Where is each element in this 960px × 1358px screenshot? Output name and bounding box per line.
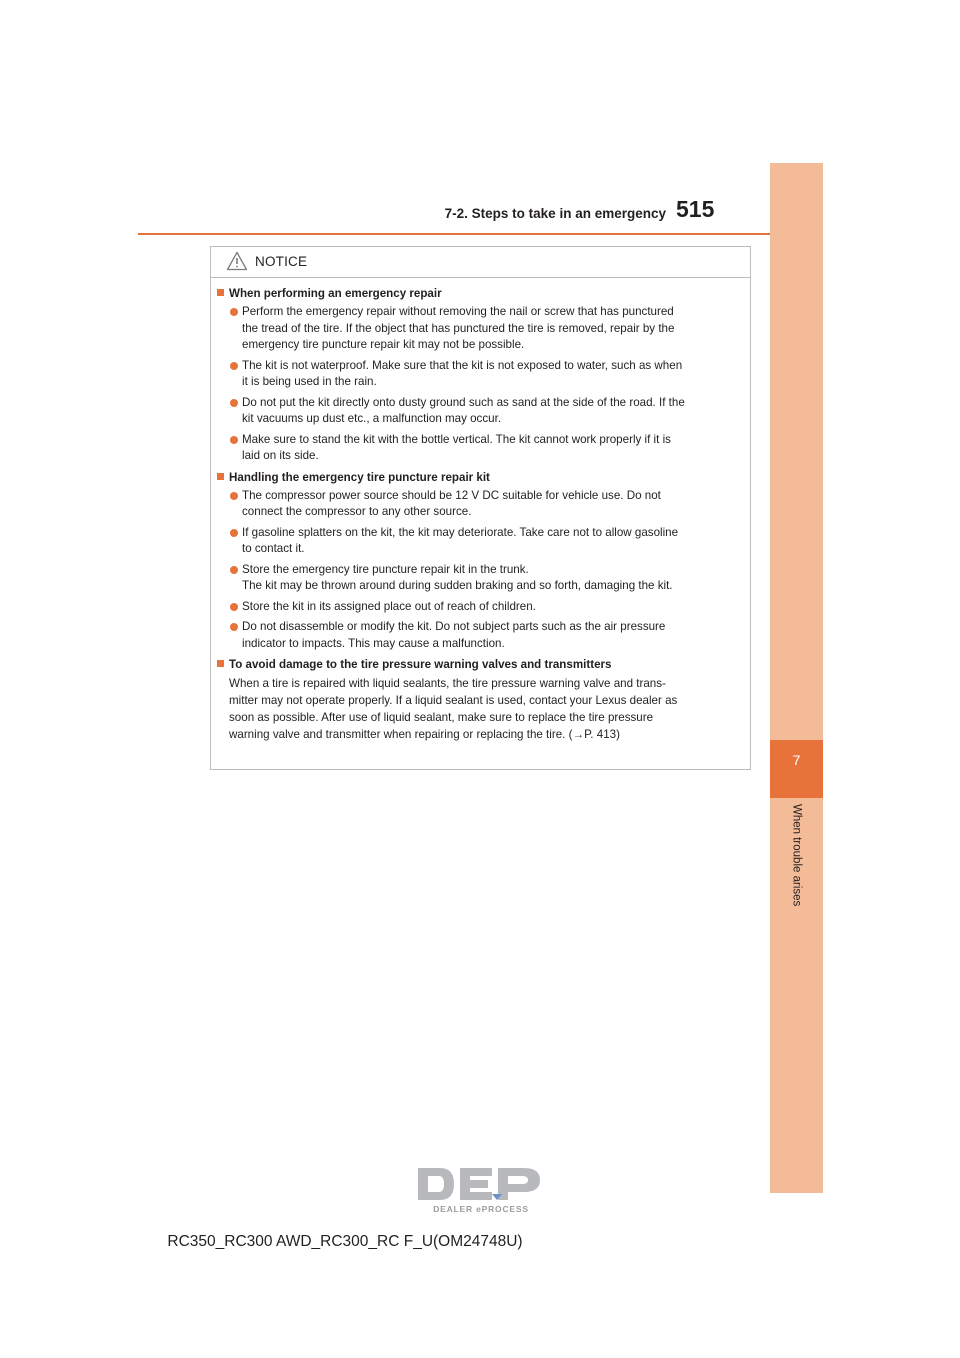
list-item: Do not disassemble or modify the kit. Do… [211, 619, 750, 652]
side-tab-chapter-label: When trouble arises [790, 804, 803, 907]
bullet-dot-icon [230, 398, 238, 407]
list-item: Do not put the kit directly onto dusty g… [211, 395, 750, 428]
section-heading-emergency-repair: When performing an emergency repair [211, 285, 750, 302]
bullet-dot-icon [230, 361, 238, 370]
dealer-eprocess-logo: DEALER ePROCESS [418, 1168, 540, 1214]
footer-model-code: RC350_RC300 AWD_RC300_RC F_U(OM24748U) [167, 1233, 523, 1250]
list-item: The compressor power source should be 12… [211, 488, 750, 521]
notice-header: NOTICE [211, 247, 750, 278]
bullet-dot-icon [230, 491, 238, 500]
section-square-icon [217, 472, 224, 480]
list-item: If gasoline splatters on the kit, the ki… [211, 525, 750, 558]
side-tab [770, 163, 823, 1193]
section-heading-tire-pressure-valves: To avoid damage to the tire pressure war… [211, 656, 750, 673]
notice-body: When performing an emergency repair Perf… [211, 285, 750, 743]
bullet-dot-icon [230, 602, 238, 611]
bullet-dot-icon [230, 623, 238, 631]
bullet-dot-icon [230, 308, 238, 316]
header-section-title: 7-2. Steps to take in an emergency [444, 206, 666, 221]
notice-title: NOTICE [255, 254, 308, 269]
list-item: Store the emergency tire puncture repair… [211, 562, 750, 595]
notice-box: NOTICE When performing an emergency repa… [210, 246, 751, 770]
list-item: Perform the emergency repair without rem… [211, 304, 750, 354]
side-tab-chapter-block [770, 740, 823, 798]
page-number: 515 [676, 196, 715, 222]
list-item: The kit is not waterproof. Make sure tha… [211, 358, 750, 391]
list-item: Make sure to stand the kit with the bott… [211, 432, 750, 465]
section-square-icon [217, 660, 224, 667]
header-rule [138, 233, 823, 235]
section-heading-handling-kit: Handling the emergency tire puncture rep… [211, 469, 750, 486]
bullet-dot-icon [230, 435, 238, 444]
section-paragraph: When a tire is repaired with liquid seal… [229, 677, 678, 741]
section-square-icon [217, 289, 224, 296]
side-tab-chapter-number: 7 [792, 752, 801, 768]
list-item: Store the kit in its assigned place out … [211, 599, 750, 616]
logo-text: DEALER ePROCESS [433, 1204, 529, 1214]
bullet-dot-icon [230, 528, 238, 537]
bullet-dot-icon [230, 565, 238, 574]
warning-triangle-icon [226, 251, 248, 271]
